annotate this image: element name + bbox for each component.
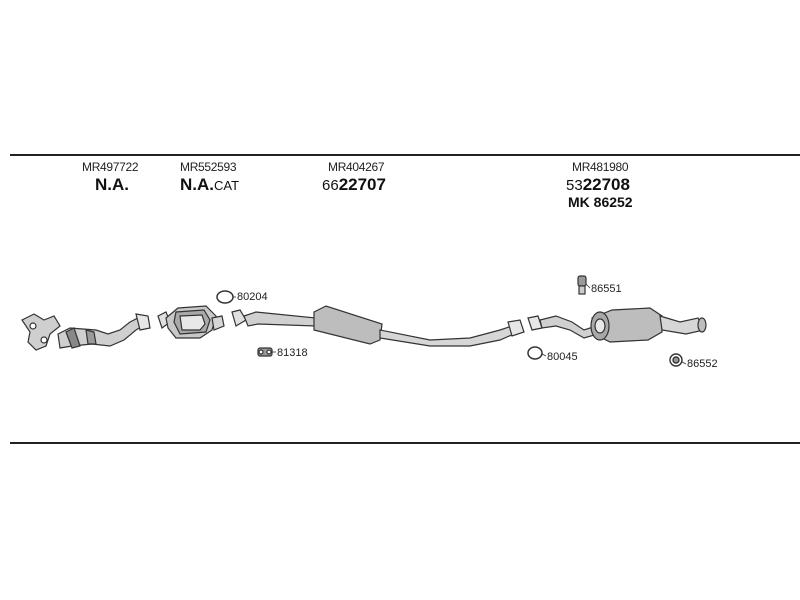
leader-lines (233, 283, 687, 365)
part-code-2-main: N.A. (180, 175, 214, 194)
part-code-3-prefix: 66 (322, 177, 339, 194)
part-code-1-main: N.A. (95, 175, 129, 194)
label-86552: 86552 (687, 358, 718, 370)
part-ref-4: MR481980 (572, 160, 629, 174)
top-divider (10, 154, 800, 156)
front-pipe (21, 313, 151, 351)
hanger-86551-icon (577, 275, 587, 295)
part-ref-3: MR404267 (328, 160, 385, 174)
label-80045: 80045 (547, 351, 578, 363)
catalytic-converter (157, 305, 225, 339)
part-ref-1: MR497722 (82, 160, 139, 174)
part-code-4-prefix: 53 (566, 177, 583, 194)
part-code-4: 5322708 (566, 175, 630, 195)
part-code-1: N.A. (95, 175, 129, 195)
label-86551: 86551 (591, 283, 622, 295)
part-code-3-main: 22707 (338, 175, 386, 194)
center-silencer-pipe (231, 305, 525, 347)
rear-silencer (527, 307, 707, 343)
label-80204: 80204 (237, 291, 268, 303)
part-code-4-secondary: MK 86252 (568, 194, 633, 210)
part-code-2-suffix: CAT (214, 178, 240, 193)
part-ref-2: MR552593 (180, 160, 237, 174)
bracket-81318-icon (257, 347, 273, 357)
rubber-mount-86552-icon (669, 353, 683, 367)
label-81318: 81318 (277, 347, 308, 359)
gasket-80045-icon (527, 346, 543, 360)
gasket-80204-icon (216, 290, 234, 304)
bottom-divider (10, 442, 800, 444)
part-code-3: 6622707 (322, 175, 386, 195)
part-code-4-main: 22708 (582, 175, 630, 194)
part-code-2: N.A.CAT (180, 175, 239, 195)
